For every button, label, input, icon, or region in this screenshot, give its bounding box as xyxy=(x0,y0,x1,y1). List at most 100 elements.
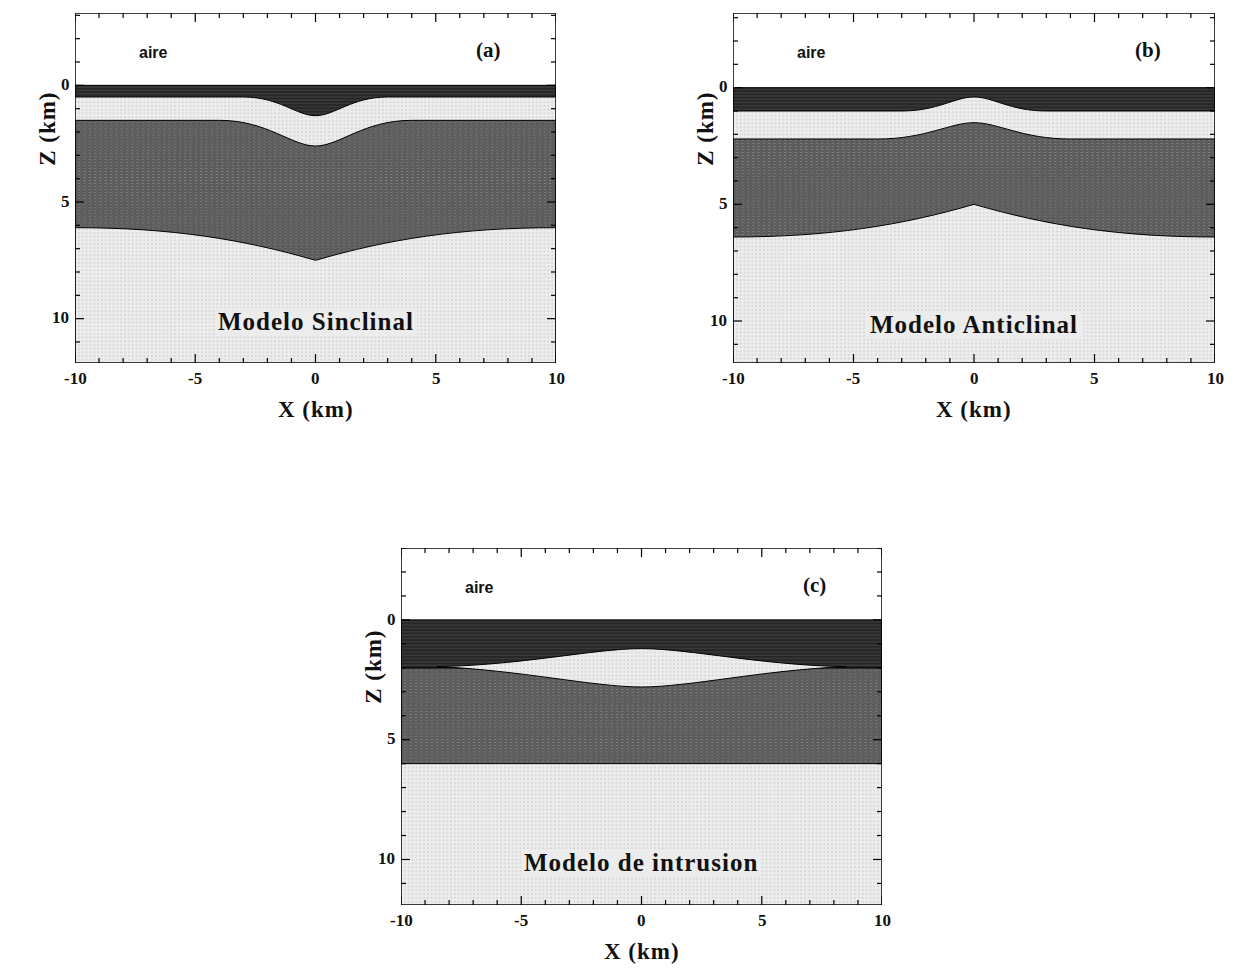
axis-tick xyxy=(781,13,782,18)
axis-tick xyxy=(877,13,878,18)
axis-tick xyxy=(195,13,196,22)
axis-tick xyxy=(761,548,762,557)
tick-label: 5 xyxy=(719,195,728,214)
model-name: Modelo Sinclinal xyxy=(215,308,417,336)
axis-tick xyxy=(401,739,410,740)
axis-tick xyxy=(1166,13,1167,18)
axis-tick xyxy=(507,13,508,18)
axis-tick xyxy=(195,354,196,363)
axis-tick xyxy=(521,896,522,905)
axis-tick xyxy=(1022,13,1023,18)
axis-tick xyxy=(733,320,742,321)
tick-label: 10 xyxy=(710,312,727,331)
axis-tick xyxy=(1206,87,1215,88)
axis-tick xyxy=(1206,320,1215,321)
tick-label: 5 xyxy=(61,193,70,212)
axis-tick xyxy=(171,13,172,18)
axis-tick xyxy=(401,619,410,620)
axis-tick xyxy=(973,354,974,363)
axis-tick xyxy=(873,739,882,740)
tick-label: 0 xyxy=(970,370,979,389)
axis-tick xyxy=(997,13,998,18)
axis-tick xyxy=(219,13,220,18)
panel-tag: (c) xyxy=(803,574,826,597)
tick-label: -5 xyxy=(846,370,860,389)
axis-tick xyxy=(435,13,436,22)
tick-label: 10 xyxy=(874,912,891,931)
axis-tick xyxy=(733,204,742,205)
axis-tick xyxy=(291,13,292,18)
tick-label: 5 xyxy=(1090,370,1099,389)
axis-title: Z (km) xyxy=(361,629,386,703)
axis-tick xyxy=(75,318,84,319)
axis-tick xyxy=(243,13,244,18)
tick-label: 10 xyxy=(378,850,395,869)
axis-tick xyxy=(411,13,412,18)
axis-tick xyxy=(873,619,882,620)
tick-label: 0 xyxy=(311,370,320,389)
tick-label: 5 xyxy=(432,370,441,389)
axis-tick xyxy=(756,13,757,18)
tick-label: -5 xyxy=(188,370,202,389)
axis-title: X (km) xyxy=(936,397,1012,422)
axis-title: X (km) xyxy=(278,397,354,422)
axis-tick xyxy=(641,548,642,557)
axis-tick xyxy=(339,13,340,18)
axis-tick xyxy=(1142,13,1143,18)
axis-tick xyxy=(829,13,830,18)
axis-tick xyxy=(315,354,316,363)
axis-tick xyxy=(641,896,642,905)
axis-tick xyxy=(315,13,316,22)
tick-label: 5 xyxy=(387,730,396,749)
axis-title: X (km) xyxy=(604,939,680,964)
panel-tag: (a) xyxy=(476,39,501,62)
axis-tick xyxy=(267,13,268,18)
axis-tick xyxy=(1206,204,1215,205)
axis-tick xyxy=(401,859,410,860)
axis-tick xyxy=(547,201,556,202)
axis-tick xyxy=(1094,13,1095,22)
tick-label: -10 xyxy=(722,370,745,389)
axis-tick xyxy=(547,318,556,319)
axis-tick xyxy=(521,548,522,557)
model-name: Modelo Anticlinal xyxy=(867,311,1081,339)
axis-tick xyxy=(949,13,950,18)
axis-tick xyxy=(805,13,806,18)
axis-title: Z (km) xyxy=(693,91,718,165)
axis-tick xyxy=(75,201,84,202)
axis-tick xyxy=(1118,13,1119,18)
tick-label: 10 xyxy=(548,370,565,389)
tick-label: 0 xyxy=(719,78,728,97)
tick-label: 0 xyxy=(61,76,70,95)
axis-tick xyxy=(435,354,436,363)
tick-label: 10 xyxy=(52,309,69,328)
tick-label: 0 xyxy=(387,611,396,630)
axis-tick xyxy=(761,896,762,905)
axis-tick xyxy=(459,13,460,18)
axis-tick xyxy=(925,13,926,18)
axis-tick xyxy=(901,13,902,18)
axis-tick xyxy=(1094,354,1095,363)
axis-tick xyxy=(547,85,556,86)
axis-tick xyxy=(853,354,854,363)
tick-label: -5 xyxy=(514,912,528,931)
axis-tick xyxy=(483,13,484,18)
axis-tick xyxy=(1190,13,1191,18)
axis-tick xyxy=(853,13,854,22)
axis-tick xyxy=(1046,13,1047,18)
axis-tick xyxy=(98,13,99,18)
axis-tick xyxy=(973,13,974,22)
panel-tag: (b) xyxy=(1135,39,1161,62)
axis-tick xyxy=(75,85,84,86)
layer-label: aire xyxy=(797,44,825,62)
layer-label: aire xyxy=(465,579,493,597)
axis-tick xyxy=(531,13,532,18)
axis-tick xyxy=(873,859,882,860)
axis-tick xyxy=(733,87,742,88)
tick-label: 10 xyxy=(1207,370,1224,389)
layer-label: aire xyxy=(139,44,167,62)
tick-label: -10 xyxy=(390,912,413,931)
tick-label: 0 xyxy=(637,912,646,931)
axis-title: Z (km) xyxy=(35,91,60,165)
tick-label: 5 xyxy=(758,912,767,931)
